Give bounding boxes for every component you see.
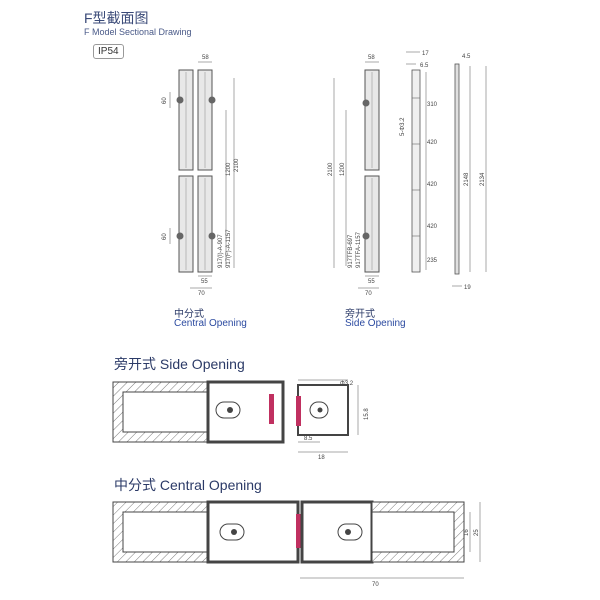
dim-section-15-8: 15.8 xyxy=(364,408,370,420)
central-opening-section: 16 25 70 xyxy=(112,500,481,588)
caption-side-en: Side Opening xyxy=(345,318,406,329)
dim-central-55: 55 xyxy=(201,279,208,285)
dim-side-6-5: 6.5 xyxy=(420,63,429,69)
dim-side-v2: 917TFA-1157 xyxy=(356,231,362,268)
dim-central-60b: 60 xyxy=(162,233,168,240)
page-subtitle: F Model Sectional Drawing xyxy=(84,27,192,37)
dim-side-17: 17 xyxy=(422,51,429,57)
page-title: F型截面图 xyxy=(84,10,149,26)
dim-side-420b: 420 xyxy=(427,182,438,188)
dim-side-1200: 1200 xyxy=(340,162,346,176)
dim-side-70: 70 xyxy=(365,291,372,297)
dim-side-19: 19 xyxy=(464,285,471,291)
dim-section-18: 18 xyxy=(318,455,325,461)
dim-central-1200: 1200 xyxy=(226,162,232,176)
ip-rating-badge: IP54 xyxy=(93,44,124,59)
dim-central-2100: 2100 xyxy=(234,158,240,172)
dim-section-hole: Φ3.2 xyxy=(340,381,354,387)
dim-central-v1: 917(I)-A-907 xyxy=(218,234,224,268)
dim-section-8-5: 8.5 xyxy=(304,436,313,442)
dim-side-235: 235 xyxy=(427,258,438,264)
dim-side-v1: 917TFB-697 xyxy=(348,234,354,268)
dim-side-55: 55 xyxy=(368,279,375,285)
central-elevation: 58 60 60 1200 2100 917(I)-A-907 917(F)-A… xyxy=(162,55,240,297)
side-opening-section: Φ3.2 15.8 8.5 18 xyxy=(112,379,370,461)
dim-side-420a: 420 xyxy=(427,140,438,146)
side-opening-title: 旁开式 Side Opening xyxy=(114,356,245,372)
hinge-icon xyxy=(176,96,184,104)
dim-central-top-width: 58 xyxy=(202,55,209,61)
caption-central-en: Central Opening xyxy=(174,318,247,329)
side-thin-rail xyxy=(454,63,460,275)
dim-side-2148: 2148 xyxy=(464,172,470,186)
dim-central-60a: 60 xyxy=(162,97,168,104)
side-track-strip xyxy=(411,69,421,273)
dim-central-section-16: 16 xyxy=(464,529,470,536)
center-seal-strip xyxy=(296,514,301,548)
caption-central-cn: 中分式 xyxy=(174,309,204,320)
dim-side-top-width: 58 xyxy=(368,55,375,61)
dim-side-hole: 5-Φ3.2 xyxy=(400,117,406,136)
central-opening-title: 中分式 Central Opening xyxy=(114,477,262,493)
dim-central-v2: 917(F)-A-1157 xyxy=(226,229,232,268)
seal-strip xyxy=(269,394,274,424)
caption-side-cn: 旁开式 xyxy=(345,309,375,320)
dim-side-4-5: 4.5 xyxy=(462,54,471,60)
dim-central-70: 70 xyxy=(198,291,205,297)
dim-side-310: 310 xyxy=(427,102,438,108)
dim-side-2100: 2100 xyxy=(328,162,334,176)
side-elevation: 58 2100 1200 917TFB-697 917TFA-1157 55 7… xyxy=(328,51,487,297)
dim-side-420c: 420 xyxy=(427,224,438,230)
dim-central-section-70: 70 xyxy=(372,582,379,588)
dim-central-section-25: 25 xyxy=(474,529,480,536)
dim-side-2134: 2134 xyxy=(480,172,486,186)
